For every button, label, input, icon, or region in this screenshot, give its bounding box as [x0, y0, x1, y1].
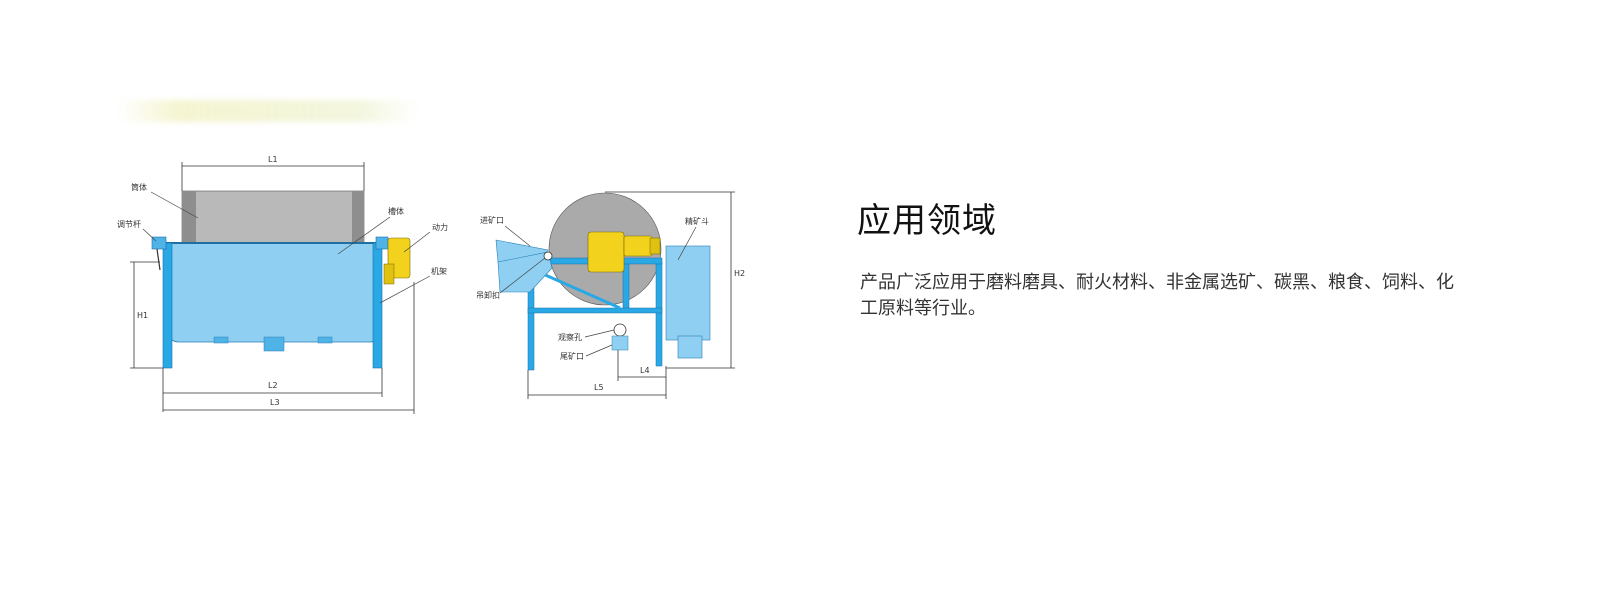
label-concentrate-hopper: 精矿斗	[685, 216, 709, 226]
adjust-rod-block	[375, 236, 389, 250]
side-view: H2 L4 L5 进矿口 吊卸扣 观察孔 尾矿口 精矿斗	[476, 191, 745, 399]
label-observation-hole: 观察孔	[558, 332, 582, 342]
side-gearbox	[587, 231, 625, 273]
side-feed-tank	[497, 251, 553, 293]
tank-foot	[213, 336, 229, 344]
equipment-diagram: L1 H1 L2 L3 筒体 调节杆 槽体 动力 机架	[117, 155, 745, 414]
label-frame: 机架	[431, 266, 447, 276]
application-title: 应用领域	[857, 201, 997, 241]
leader-frame	[379, 275, 431, 304]
label-drum: 筒体	[131, 182, 147, 192]
leader-power	[403, 231, 431, 253]
label-power: 动力	[432, 222, 448, 232]
side-frame-brace	[533, 268, 621, 310]
leader-concentrate-hopper	[677, 226, 697, 261]
leader-feed-port	[504, 225, 531, 247]
leader-adjust-rod	[142, 228, 157, 242]
side-concentrate-hopper	[665, 245, 711, 341]
label-tailings-port: 尾矿口	[560, 351, 584, 361]
application-description: 产品广泛应用于磨料磨具、耐火材料、非金属选矿、碳黑、粮食、饲料、化工原料等行业。	[860, 272, 1454, 319]
dim-label-l1: L1	[268, 155, 278, 164]
dim-label-h2: H2	[734, 269, 745, 278]
side-lifting-buckle	[543, 251, 553, 261]
tank-foot	[317, 336, 333, 344]
blurred-watermark	[118, 100, 418, 122]
label-adjust-rod: 调节杆	[117, 219, 141, 229]
dim-label-l2: L2	[268, 381, 278, 390]
leader-observation-hole	[584, 329, 615, 338]
side-tailings-port	[611, 335, 629, 351]
dim-label-h1: H1	[137, 311, 148, 320]
adjust-rod-handle	[156, 248, 161, 271]
side-observation-hole	[613, 323, 627, 337]
drum-left-edge	[182, 191, 196, 243]
leader-tailings-port	[585, 344, 613, 357]
leader-lifting-buckle	[499, 257, 546, 294]
leader-drum	[150, 191, 199, 219]
label-tank: 槽体	[388, 206, 404, 216]
side-frame-mid-beam	[527, 307, 663, 314]
tank	[169, 242, 379, 343]
front-view: L1 H1 L2 L3 筒体 调节杆 槽体 动力 机架	[117, 155, 448, 414]
frame-left-leg	[162, 242, 173, 369]
label-lifting-buckle: 吊卸扣	[476, 290, 500, 300]
tank-foot	[263, 336, 285, 352]
side-hopper-outlet	[677, 335, 703, 359]
side-motor-cap	[649, 237, 661, 255]
drum-right-edge	[352, 191, 364, 243]
adjust-rod-block	[151, 236, 167, 250]
dim-label-l3: L3	[270, 398, 280, 407]
side-motor	[623, 235, 653, 257]
leader-tank	[337, 216, 391, 255]
drum-body	[181, 190, 365, 244]
frame-right-leg	[372, 242, 383, 369]
dim-label-l4: L4	[640, 366, 650, 375]
motor-mount	[383, 263, 395, 285]
label-feed-port: 进矿口	[480, 215, 504, 225]
side-frame-right-post	[655, 261, 663, 367]
dim-label-l5: L5	[594, 383, 604, 392]
